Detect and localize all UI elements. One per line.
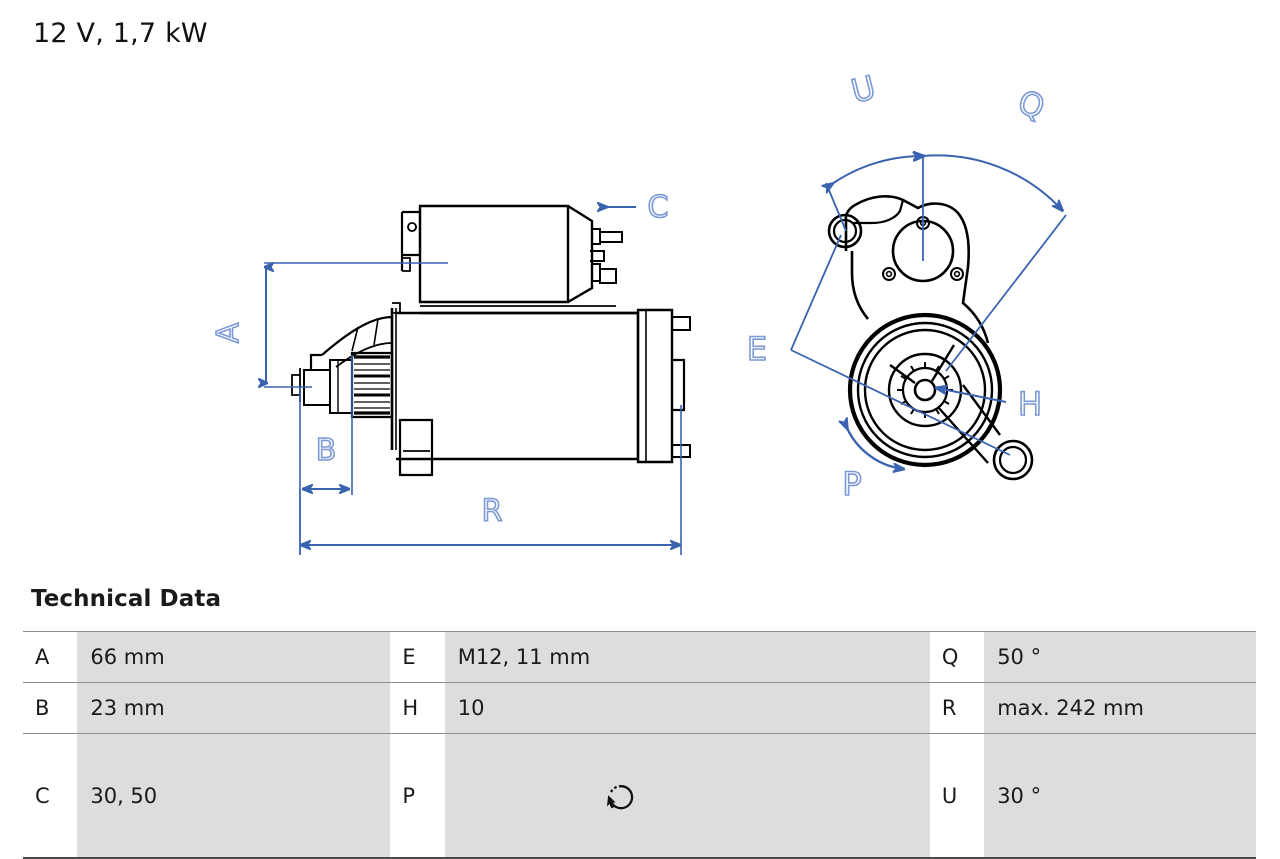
table-value-b: 23 mm <box>77 682 391 734</box>
table-key-r: R <box>929 682 985 734</box>
dimension-label-q: Q <box>1014 83 1050 127</box>
table-value-h: 10 <box>444 682 930 734</box>
table-key-a: A <box>23 631 78 683</box>
dimension-label-r: R <box>482 494 503 529</box>
dimension-label-c: C <box>648 190 669 225</box>
technical-data-table: A 66 mm E M12, 11 mm Q 50 ° B 23 mm H 10… <box>23 631 1256 859</box>
table-row: A 66 mm E M12, 11 mm Q 50 ° <box>23 631 1256 683</box>
dimension-label-b: B <box>316 433 337 468</box>
technical-data-heading: Technical Data <box>31 586 222 612</box>
side-view-dimension-labels: A B R C <box>210 189 669 530</box>
table-row: B 23 mm H 10 R max. 242 mm <box>23 682 1256 734</box>
table-value-r: max. 242 mm <box>984 682 1256 734</box>
pinion-assembly <box>847 312 1003 468</box>
dimension-label-a: A <box>211 322 246 343</box>
drive-end-housing <box>291 302 401 450</box>
technical-drawing: A B R C <box>0 55 1280 575</box>
table-row: C 30, 50 P U <box>23 733 1256 859</box>
starter-side-view <box>291 204 691 477</box>
table-value-e: M12, 11 mm <box>444 631 930 683</box>
table-key-u: U <box>929 733 985 859</box>
table-key-c: C <box>23 733 78 859</box>
page-title: 12 V, 1,7 kW <box>33 18 208 49</box>
motor-body <box>396 308 691 477</box>
table-value-q: 50 ° <box>984 631 1256 683</box>
side-view-dimensions <box>264 207 682 555</box>
table-key-p: P <box>390 733 445 859</box>
table-key-b: B <box>23 682 78 734</box>
dimension-label-h: H <box>1018 385 1042 423</box>
table-value-c: 30, 50 <box>77 733 391 859</box>
dimension-label-p: P <box>842 465 861 503</box>
table-key-h: H <box>390 682 445 734</box>
solenoid-assembly <box>400 204 623 307</box>
rotation-direction-counterclockwise-icon <box>524 758 633 810</box>
end-view-dimension-labels: U Q E H P <box>746 67 1050 504</box>
table-value-u: 30 ° <box>984 733 1256 859</box>
end-view-dimensions <box>790 155 1067 469</box>
dimension-label-e: E <box>747 330 767 368</box>
starter-end-view <box>827 195 1034 481</box>
table-value-p <box>444 733 930 859</box>
mounting-flange <box>827 195 1034 481</box>
table-key-q: Q <box>929 631 985 683</box>
dimension-label-u: U <box>847 68 879 111</box>
table-value-a: 66 mm <box>77 631 391 683</box>
table-key-e: E <box>390 631 445 683</box>
